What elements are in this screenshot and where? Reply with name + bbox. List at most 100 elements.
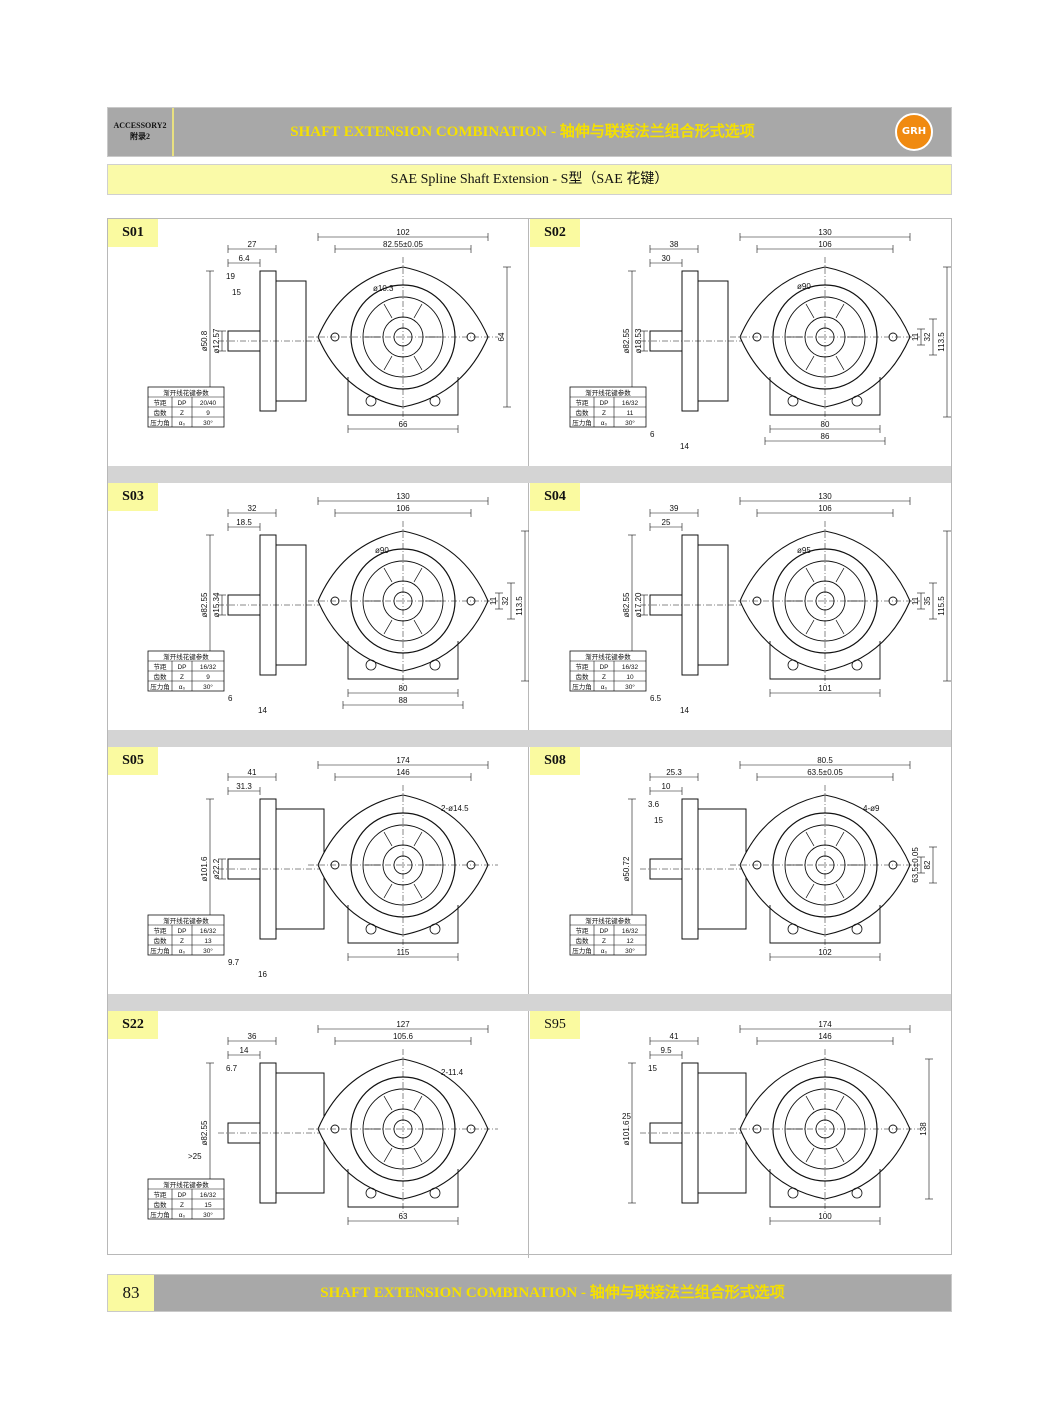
table-title: 渐开线花键参数 xyxy=(163,388,209,397)
dimension-label: 115.5 xyxy=(937,596,946,616)
table-cell: Z xyxy=(602,938,606,945)
dimension-label: 14 xyxy=(680,442,689,451)
dimension-label: 18.5 xyxy=(236,518,252,527)
port-hole-icon xyxy=(365,395,377,407)
rib xyxy=(383,1147,393,1163)
rib xyxy=(835,303,845,319)
table-cell: α₀ xyxy=(601,684,608,691)
table-cell: 11 xyxy=(627,410,634,417)
table-cell: 9 xyxy=(206,674,210,681)
dimension-label: 10 xyxy=(662,782,671,791)
dimension-label: 41 xyxy=(670,1032,679,1041)
table-cell: 节距 xyxy=(576,399,590,407)
accessory-label: ACCESSORY2 附录2 xyxy=(108,108,174,156)
port-hole-icon xyxy=(787,659,799,671)
table-cell: 压力角 xyxy=(150,682,170,691)
dimension-label: 15 xyxy=(654,816,663,825)
table-cell: 节距 xyxy=(154,399,168,407)
table-cell: 16/32 xyxy=(622,928,639,935)
rib xyxy=(383,303,393,319)
table-title: 渐开线花键参数 xyxy=(163,652,209,661)
table-cell: 16/32 xyxy=(622,400,639,407)
dimension-label: ø15.34 xyxy=(212,592,221,617)
dimension-label: 39 xyxy=(670,504,679,513)
table-cell: 20/40 xyxy=(200,400,217,407)
table-cell: 压力角 xyxy=(150,1210,170,1219)
dimension-label: 25.3 xyxy=(666,768,682,777)
dimension-label: ø17.20 xyxy=(634,592,643,617)
footer-title: SHAFT EXTENSION COMBINATION - 轴伸与联接法兰组合形… xyxy=(320,1285,785,1301)
table-cell: 16/32 xyxy=(622,664,639,671)
dimension-label: 14 xyxy=(680,706,689,715)
table-cell: 齿数 xyxy=(576,936,590,945)
dimension-label: 3.6 xyxy=(648,800,660,809)
table-cell: Z xyxy=(180,410,184,417)
dimension-label: 6.4 xyxy=(238,254,250,263)
dimension-label: 30 xyxy=(662,254,671,263)
port-hole-icon xyxy=(429,659,441,671)
dimension-label: 32 xyxy=(501,596,510,605)
table-cell: 齿数 xyxy=(576,672,590,681)
dimension-label: 16 xyxy=(258,970,267,979)
dimension-label: 101 xyxy=(818,684,832,693)
table-cell: 节距 xyxy=(576,927,590,935)
port-hole-icon xyxy=(787,395,799,407)
dimension-label: 174 xyxy=(396,756,410,765)
rib xyxy=(383,883,393,899)
table-cell: Z xyxy=(602,674,606,681)
rib xyxy=(413,831,423,847)
table-cell: 30° xyxy=(625,683,635,691)
page-number: 83 xyxy=(108,1275,154,1311)
table-cell: 9 xyxy=(206,410,210,417)
section-subheader: SAE Spline Shaft Extension - S型（SAE 花键） xyxy=(107,164,952,195)
table-cell: α₀ xyxy=(179,684,186,691)
table-cell: 节距 xyxy=(154,1191,168,1199)
port-hole-icon xyxy=(429,923,441,935)
drawing-code-label: S22 xyxy=(108,1011,158,1039)
port-hole-icon xyxy=(851,923,863,935)
dimension-label: ø18.53 xyxy=(634,328,643,353)
dimension-label: 9.5 xyxy=(660,1046,672,1055)
dimension-label: 80.5 xyxy=(817,756,833,765)
row-separator xyxy=(108,994,951,1011)
drawing-code-label: S04 xyxy=(530,483,580,511)
table-cell: 节距 xyxy=(154,663,168,671)
dimension-label: ø90 xyxy=(797,282,811,291)
table-cell: DP xyxy=(177,928,186,935)
dimension-label: 102 xyxy=(818,948,832,957)
port-hole-icon xyxy=(787,1187,799,1199)
dimension-label: 113.5 xyxy=(937,332,946,352)
rib xyxy=(835,883,845,899)
table-cell: Z xyxy=(180,1202,184,1209)
table-cell: 齿数 xyxy=(154,936,168,945)
dimension-label: 130 xyxy=(818,492,832,501)
table-cell: 30° xyxy=(203,947,213,955)
table-cell: 压力角 xyxy=(572,682,592,691)
logo-area: GRH xyxy=(871,108,951,156)
brand-logo: GRH xyxy=(895,113,933,151)
table-cell: Z xyxy=(180,674,184,681)
rib xyxy=(413,303,423,319)
table-cell: 10 xyxy=(626,674,634,681)
rib xyxy=(383,619,393,635)
table-cell: 压力角 xyxy=(572,946,592,955)
rib xyxy=(805,831,815,847)
dimension-label: ø50.72 xyxy=(622,856,631,881)
dimension-label: ø95 xyxy=(797,546,811,555)
page-header: ACCESSORY2 附录2 SHAFT EXTENSION COMBINATI… xyxy=(107,107,952,157)
rib xyxy=(413,1095,423,1111)
table-cell: 16/32 xyxy=(200,928,217,935)
